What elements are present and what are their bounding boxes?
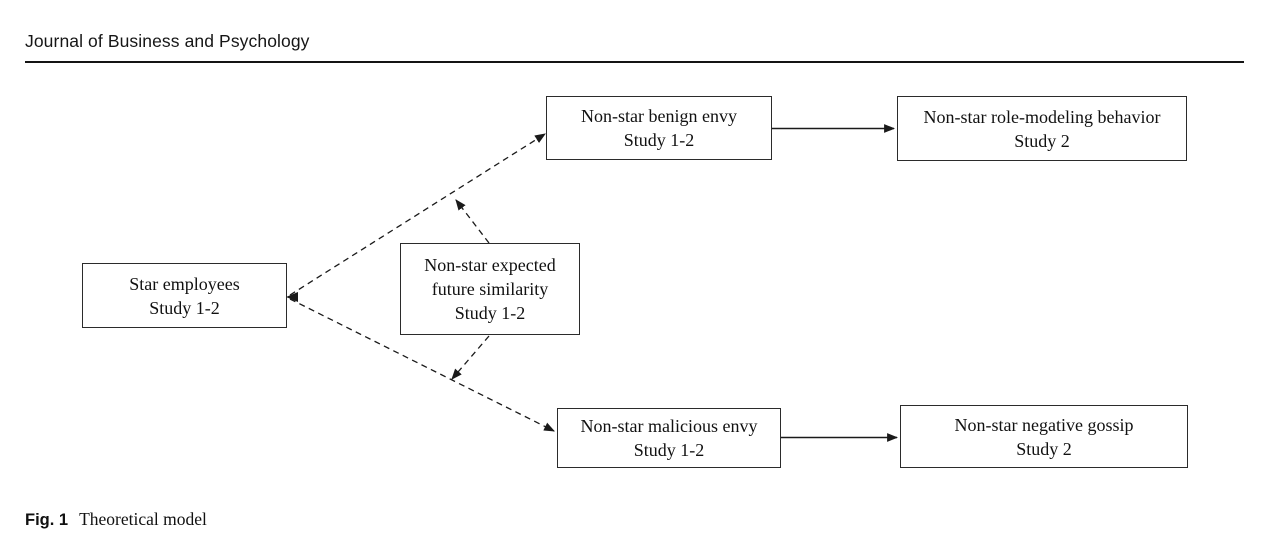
node-negative-gossip: Non-star negative gossip Study 2 bbox=[900, 405, 1188, 468]
node-label: Non-star benign envy bbox=[581, 106, 737, 126]
node-label: Non-star expected future similarity bbox=[424, 255, 556, 299]
node-study: Study 1-2 bbox=[633, 440, 705, 460]
node-label: Non-star negative gossip bbox=[954, 414, 1134, 435]
node-malicious-envy: Non-star malicious envy Study 1-2 bbox=[557, 408, 781, 468]
node-study: Study 2 bbox=[1014, 130, 1070, 151]
journal-header: Journal of Business and Psychology bbox=[25, 31, 310, 51]
arrow-star-to-benign-envy bbox=[289, 133, 546, 296]
arrow-moderation-lower bbox=[451, 335, 490, 380]
node-study: Study 1-2 bbox=[149, 297, 220, 318]
node-label: Non-star role-modeling behavior bbox=[923, 106, 1161, 127]
arrow-moderation-upper bbox=[455, 199, 490, 244]
arrow-star-to-malicious-envy bbox=[289, 298, 555, 432]
node-role-modeling: Non-star role-modeling behavior Study 2 bbox=[897, 96, 1187, 161]
node-study: Study 1-2 bbox=[454, 303, 526, 323]
header-rule bbox=[25, 61, 1244, 63]
figure-caption: Fig. 1 Theoretical model bbox=[25, 509, 207, 530]
node-star-employees: Star employees Study 1-2 bbox=[82, 263, 287, 328]
figure-caption-text: Theoretical model bbox=[79, 509, 207, 529]
node-expected-similarity: Non-star expected future similarity Stud… bbox=[400, 243, 580, 335]
arrowhead-at-star-box bbox=[286, 292, 298, 302]
node-label: Star employees bbox=[129, 273, 240, 294]
node-study: Study 1-2 bbox=[623, 130, 695, 150]
figure-caption-label: Fig. 1 bbox=[25, 511, 69, 529]
node-study: Study 2 bbox=[1016, 438, 1072, 459]
node-benign-envy: Non-star benign envy Study 1-2 bbox=[546, 96, 772, 160]
node-label: Non-star malicious envy bbox=[580, 416, 758, 436]
